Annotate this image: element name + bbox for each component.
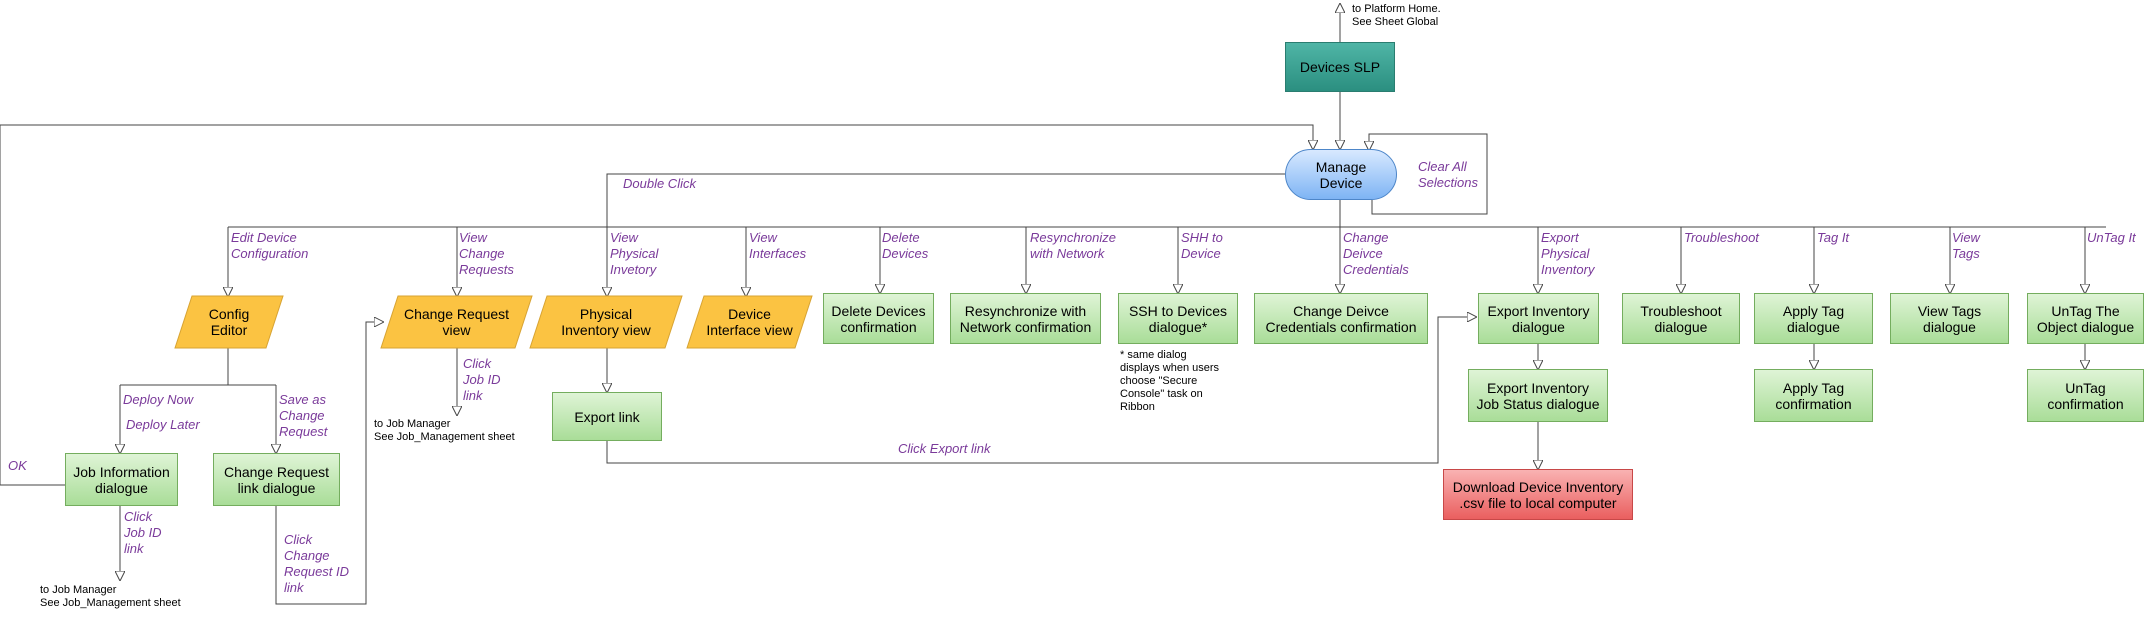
edge-label-change-credentials: Change Deivce Credentials bbox=[1343, 230, 1409, 277]
note-ssh: * same dialog displays when users choose… bbox=[1120, 349, 1220, 413]
device-interface-view-node[interactable]: Device Interface view bbox=[706, 306, 793, 338]
device-interface-view-shape bbox=[686, 295, 813, 349]
physical-inventory-view-shape bbox=[529, 295, 683, 349]
download-csv-node[interactable]: Download Device Inventory .csv file to l… bbox=[1443, 469, 1633, 520]
edge-label-click-change-request-id: Click Change Request ID link bbox=[284, 532, 350, 595]
change-request-view-node[interactable]: Change Request view bbox=[403, 306, 510, 338]
physical-inventory-view-node[interactable]: Physical Inventory view bbox=[561, 306, 651, 338]
change-request-link-dialogue-node[interactable]: Change Request link dialogue bbox=[213, 453, 340, 506]
edge-label-clear-all: Clear All Selections bbox=[1418, 159, 1478, 190]
devices-slp-node[interactable]: Devices SLP bbox=[1285, 42, 1395, 92]
troubleshoot-dialogue-node[interactable]: Troubleshoot dialogue bbox=[1622, 293, 1740, 344]
ssh-dialogue-node[interactable]: SSH to Devices dialogue* bbox=[1118, 293, 1238, 344]
edge-label-delete-devices: Delete Devices bbox=[882, 230, 929, 261]
edge-label-view-tags: View Tags bbox=[1952, 230, 1980, 261]
resynchronize-confirmation-node[interactable]: Resynchronize with Network confirmation bbox=[950, 293, 1101, 344]
edge-label-ok: OK bbox=[8, 458, 27, 473]
edge-label-resynchronize: Resynchronize with Network bbox=[1030, 230, 1116, 261]
note-job-manager-2: to Job Manager See Job_Management sheet bbox=[374, 418, 515, 443]
config-editor-node[interactable]: Config Editor bbox=[208, 306, 250, 338]
note-platform-home: to Platform Home. See Sheet Global bbox=[1352, 3, 1441, 28]
apply-tag-confirmation-node[interactable]: Apply Tag confirmation bbox=[1754, 369, 1873, 422]
job-information-dialogue-node[interactable]: Job Information dialogue bbox=[65, 453, 178, 506]
edge-label-view-change-requests: View Change Requests bbox=[459, 230, 514, 277]
export-job-status-node[interactable]: Export Inventory Job Status dialogue bbox=[1468, 369, 1608, 422]
untag-confirmation-node[interactable]: UnTag confirmation bbox=[2027, 369, 2144, 422]
edge-label-tag-it: Tag It bbox=[1817, 230, 1850, 245]
edge-label-deploy-later: Deploy Later bbox=[126, 417, 200, 432]
edge-label-edit-config: Edit Device Configuration bbox=[231, 230, 309, 261]
change-request-view-shape bbox=[380, 295, 533, 349]
apply-tag-dialogue-node[interactable]: Apply Tag dialogue bbox=[1754, 293, 1873, 344]
edge-label-troubleshoot: Troubleshoot bbox=[1684, 230, 1759, 245]
export-link-node[interactable]: Export link bbox=[552, 392, 662, 441]
export-inventory-dialogue-node[interactable]: Export Inventory dialogue bbox=[1478, 293, 1599, 344]
edge-label-export-physical-inventory: Export Physical Inventory bbox=[1541, 230, 1595, 277]
view-tags-dialogue-node[interactable]: View Tags dialogue bbox=[1890, 293, 2009, 344]
edge-label-view-interfaces: View Interfaces bbox=[749, 230, 807, 261]
manage-device-node[interactable]: Manage Device bbox=[1285, 149, 1397, 200]
config-editor-shape bbox=[174, 295, 284, 349]
edge-label-ssh-to-device: SHH to Device bbox=[1181, 230, 1223, 261]
edge-label-click-job-id-2: Click Job ID link bbox=[463, 356, 501, 403]
edge-label-click-export-link: Click Export link bbox=[898, 441, 991, 456]
edge-label-save-as-change-request: Save as Change Request bbox=[279, 392, 328, 439]
edge-label-double-click: Double Click bbox=[623, 176, 696, 191]
note-job-manager-1: to Job Manager See Job_Management sheet bbox=[40, 584, 181, 609]
edge-label-untag-it: UnTag It bbox=[2087, 230, 2136, 245]
edge-label-deploy-now: Deploy Now bbox=[123, 392, 194, 407]
delete-devices-confirmation-node[interactable]: Delete Devices confirmation bbox=[823, 293, 934, 344]
edge-label-click-job-id-1: Click Job ID link bbox=[124, 509, 162, 556]
edge-label-view-physical-inventory: View Physical Invetory bbox=[610, 230, 659, 277]
change-credentials-confirmation-node[interactable]: Change Deivce Credentials confirmation bbox=[1254, 293, 1428, 344]
untag-dialogue-node[interactable]: UnTag The Object dialogue bbox=[2027, 293, 2144, 344]
